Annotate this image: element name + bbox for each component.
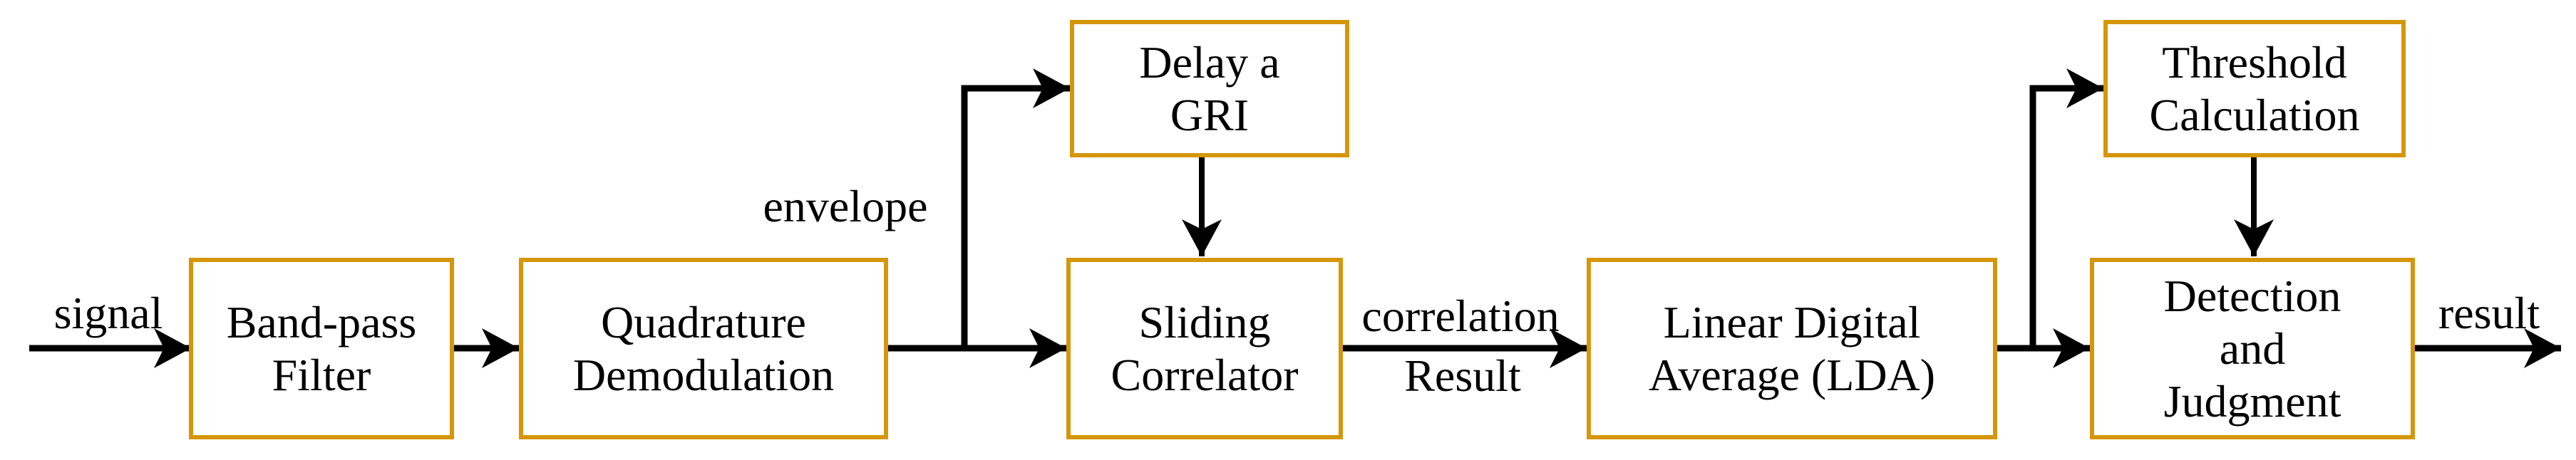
arrow-envelope-branch-to-delay <box>961 68 1070 351</box>
block-label-line: Band-pass <box>226 296 417 347</box>
edge-label-envelope: envelope <box>763 181 928 231</box>
edge-label-signal: signal <box>53 288 163 338</box>
block-label-line: Linear Digital <box>1663 296 1921 347</box>
block-threshold-calculation: Threshold Calculation <box>2103 20 2406 157</box>
block-linear-digital-average: Linear Digital Average (LDA) <box>1587 258 1997 439</box>
block-label-line: Judgment <box>2163 375 2341 427</box>
edge-label-result: result <box>2438 288 2540 338</box>
block-sliding-correlator: Sliding Correlator <box>1066 258 1343 439</box>
block-label-line: Filter <box>272 349 371 400</box>
block-band-pass-filter: Band-pass Filter <box>189 258 454 439</box>
block-label-line: Quadrature <box>601 296 806 347</box>
block-label-line: Threshold <box>2162 36 2347 88</box>
block-label-line: and <box>2219 323 2286 374</box>
block-label-line: Detection <box>2163 270 2341 321</box>
edge-label-correlation: correlation <box>1361 291 1560 341</box>
edge-label-correlation-result: Result <box>1404 350 1521 401</box>
block-label-line: Calculation <box>2149 89 2360 140</box>
block-detection-and-judgment: Detection and Judgment <box>2090 258 2415 439</box>
block-label-line: GRI <box>1170 89 1250 140</box>
block-label-line: Sliding <box>1138 296 1271 347</box>
block-delay-a-gri: Delay a GRI <box>1070 20 1349 157</box>
block-label-line: Correlator <box>1111 349 1299 400</box>
arrow-branch-to-threshold <box>2029 68 2103 351</box>
block-label-line: Demodulation <box>572 349 835 400</box>
block-quadrature-demodulation: Quadrature Demodulation <box>519 258 888 439</box>
block-label-line: Average (LDA) <box>1648 349 1936 400</box>
block-label-line: Delay a <box>1139 36 1280 88</box>
